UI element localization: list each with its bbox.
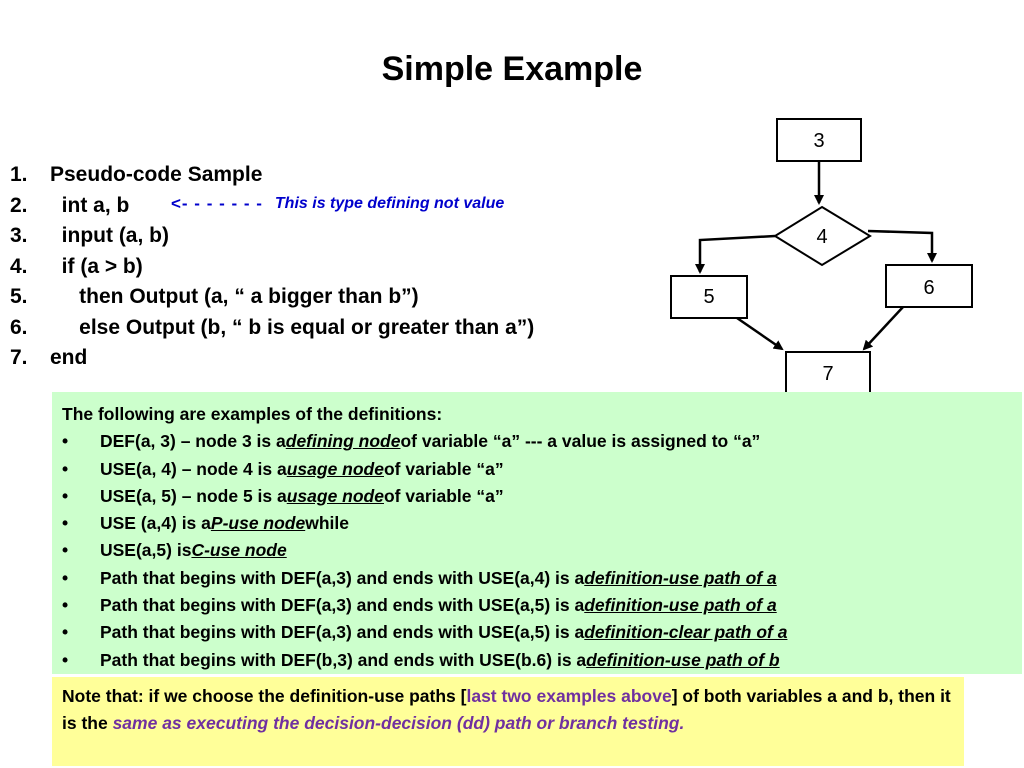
note-box: Note that: if we choose the definition-u… [52,677,964,766]
item-term: definition-use path of a [584,567,777,588]
line-text: if (a > b) [50,254,143,278]
edge-4-5 [695,234,776,274]
annotation-text: This is type defining not value [274,195,505,212]
code-line: 5. then Output (a, “ a bigger than b”) [10,282,534,313]
line-text: else Output (b, “ b is equal or greater … [50,315,535,339]
edge-6-7 [862,306,904,351]
item-text-after: of variable “a” [383,485,504,506]
item-text: Path that begins with DEF(a,3) and ends … [100,595,585,616]
node-7: 7 [785,351,871,395]
item-term: C-use node [191,540,287,561]
bullet-icon: • [62,649,69,670]
item-text-after: of variable “a” --- a value is assigned … [400,431,761,452]
node-4-label: 4 [816,226,827,248]
line-number: 3. [10,224,28,247]
definition-item: • USE(a,5) is C-use node [62,537,1022,564]
line-number: 1. [10,163,28,186]
definitions-intro: The following are examples of the defini… [62,404,443,424]
line-text: input (a, b) [50,224,169,247]
note-highlight: last two examples above [466,686,672,706]
definition-item: • Path that begins with DEF(a,3) and ends… [62,592,1022,619]
pseudo-code-listing: 1. Pseudo-code Sample 2. int a, b 3. inpu… [10,160,534,374]
line-text: end [50,346,88,369]
item-text: USE(a, 5) – node 5 is a [100,485,287,506]
line-number: 6. [10,315,28,339]
bullet-icon: • [62,485,69,506]
item-term: P-use node [210,513,306,534]
code-line: 7. end [10,343,534,374]
definition-item: • USE(a, 4) – node 4 is a usage node of v… [62,456,1022,483]
note-text-continued: ] of both variables a and b, then it is … [62,686,951,733]
code-line: 3. input (a, b) [10,221,534,252]
item-text-after: of variable “a” [383,458,504,479]
definitions-box: The following are examples of the defini… [52,392,1022,674]
type-annotation: <- - - - - - - This is type defining not… [171,194,504,214]
item-text: USE (a,4) is a [100,513,211,534]
bullet-icon: • [62,431,69,452]
note-text: Note that: if we choose the definition-u… [62,686,467,706]
code-line: 2. int a, b [10,191,534,222]
line-number: 7. [10,346,28,369]
item-text: DEF(a, 3) – node 3 is a [100,431,286,452]
dashed-arrow-icon: <- - - - - - - [171,194,263,213]
definition-item: • USE (a,4) is a P-use node while [62,510,1022,537]
bullet-icon: • [62,595,69,616]
flow-graph: 3 4 5 6 7 [670,118,973,395]
item-text: Path that begins with DEF(b,3) and ends … [100,649,587,670]
definition-item: • DEF(a, 3) – node 3 is a defining node o… [62,428,1022,455]
definition-item: • Path that begins with DEF(b,3) and ends… [62,647,1022,674]
item-term: definition-use path of b [586,649,780,670]
code-line: 1. Pseudo-code Sample [10,160,534,191]
item-text: USE(a, 4) – node 4 is a [100,458,287,479]
item-text: USE(a,5) is [100,540,192,561]
node-3-label: 3 [813,130,824,152]
node-6: 6 [885,264,973,308]
line-number: 2. [10,193,28,217]
node-3: 3 [776,118,862,162]
item-term: definition-use path of a [584,595,777,616]
item-term: usage node [286,485,384,506]
bullet-icon: • [62,513,69,534]
slide-title: Simple Example [381,50,643,88]
definition-item: • USE(a, 5) – node 5 is a usage node of v… [62,483,1022,510]
definition-item: • Path that begins with DEF(a,3) and ends… [62,565,1022,592]
item-term: definition-clear path of a [584,622,788,643]
definition-item: • Path that begins with DEF(a,3) and ends… [62,619,1022,646]
item-term: usage node [286,458,384,479]
node-5-label: 5 [703,286,714,308]
node-6-label: 6 [923,277,934,299]
node-7-label: 7 [822,363,833,385]
edge-4-6 [867,229,937,263]
edge-5-7 [736,316,784,351]
bullet-icon: • [62,567,69,588]
code-line: 4. if (a > b) [10,252,534,283]
line-number: 5. [10,285,28,308]
note-emphasis: same as executing the decision-decision … [112,712,685,733]
line-text: then Output (a, “ a bigger than b”) [50,285,419,308]
item-text-after: while [305,513,349,534]
bullet-icon: • [62,458,69,479]
bullet-icon: • [62,622,69,643]
item-text: Path that begins with DEF(a,3) and ends … [100,622,585,643]
item-text: Path that begins with DEF(a,3) and ends … [100,567,585,588]
code-line: 6. else Output (b, “ b is equal or great… [10,313,534,344]
line-text: int a, b [50,193,130,217]
line-text: Pseudo-code Sample [50,163,263,186]
item-term: defining node [285,431,401,452]
line-number: 4. [10,254,28,278]
node-5: 5 [670,275,748,319]
bullet-icon: • [62,540,69,561]
node-4-decision: 4 [773,205,872,267]
